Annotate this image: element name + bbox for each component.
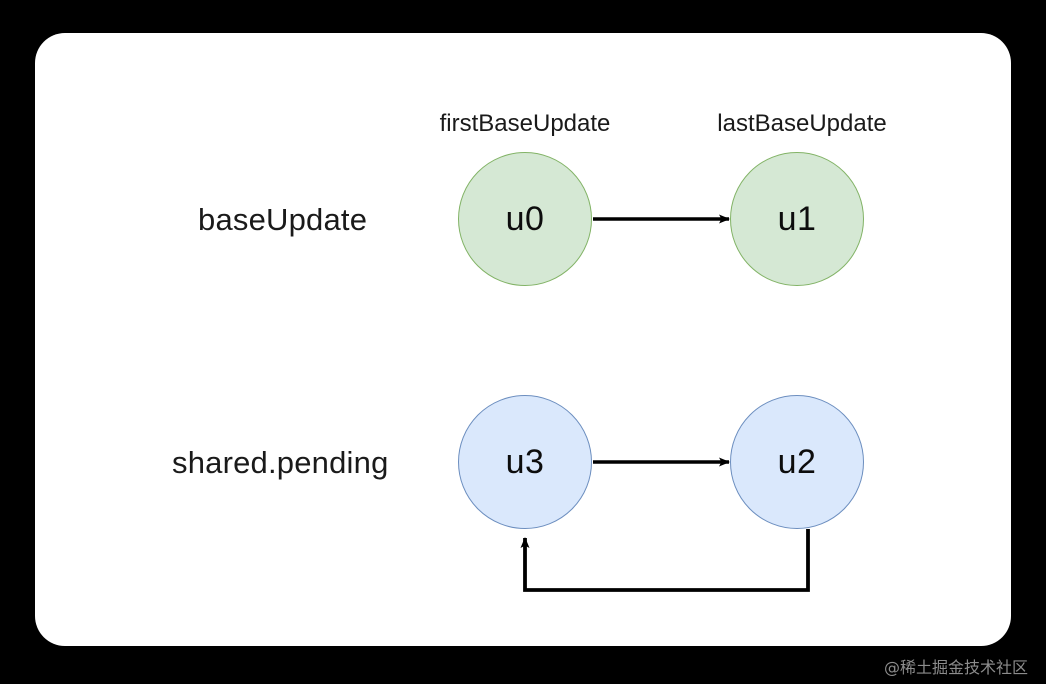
caption-last-base-update: lastBaseUpdate — [717, 110, 887, 137]
node-u0-label: u0 — [505, 200, 545, 238]
node-u1[interactable]: u1 — [730, 152, 864, 286]
node-u3-label: u3 — [505, 443, 545, 481]
node-u3[interactable]: u3 — [458, 395, 592, 529]
node-u2[interactable]: u2 — [730, 395, 864, 529]
row-label-shared-pending: shared.pending — [172, 445, 389, 480]
node-u1-label: u1 — [777, 200, 817, 238]
node-u0[interactable]: u0 — [458, 152, 592, 286]
watermark: @稀土掘金技术社区 — [883, 658, 1028, 677]
edge-u2-to-u3-loop — [520, 529, 810, 592]
row-label-base-update: baseUpdate — [198, 202, 368, 237]
node-u2-label: u2 — [777, 443, 817, 481]
caption-first-base-update: firstBaseUpdate — [439, 110, 611, 137]
